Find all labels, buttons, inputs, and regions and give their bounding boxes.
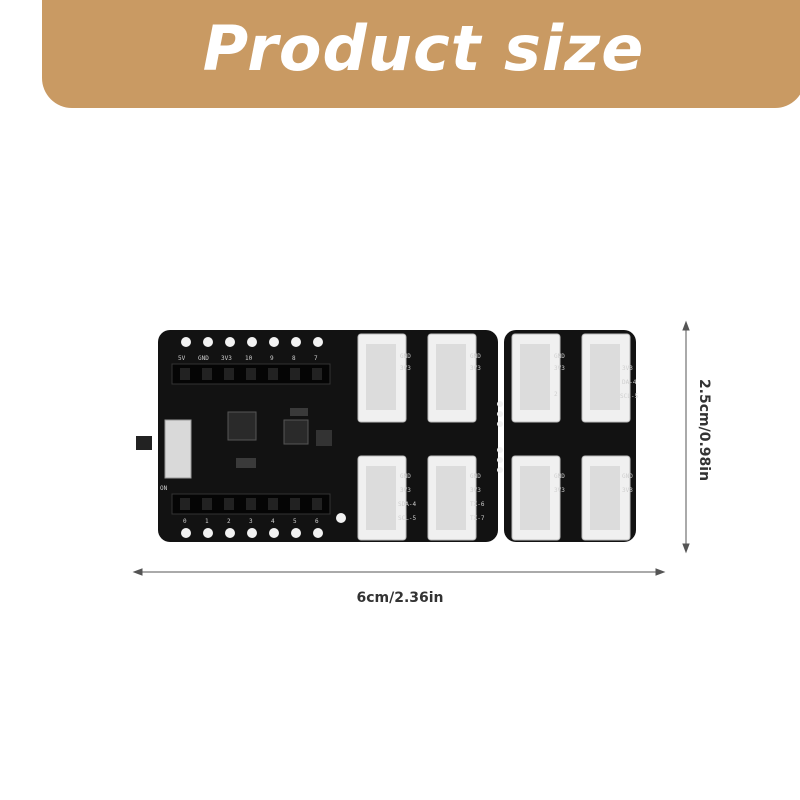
connector-label: 3V3 [400,365,411,372]
pin-label: 5 [293,518,297,525]
connector-label: TX-7 [470,515,485,522]
connector-label: DA-4 [622,379,637,386]
connector-label: GND [554,353,565,360]
connector-label: GND [470,473,481,480]
connector-label: SDA-4 [398,501,416,508]
connector-label: 3V3 [554,487,565,494]
connector-label: 3V3 [470,487,481,494]
pin-label: 2 [227,518,231,525]
connector-label: GND [470,353,481,360]
pin-label: 6 [315,518,319,525]
connector-label: GND [554,473,565,480]
title-banner: Product size [42,0,800,108]
height-dimension-label: 2.5cm/0.98in [696,378,712,482]
switch-label: ON [160,485,168,492]
connector-label: 3V3 [554,365,565,372]
connector-label: SCL-5 [620,393,638,400]
connector-label: GND [400,353,411,360]
banner-title: Product size [202,12,645,85]
pin-label: 8 [292,355,296,362]
connector-label: 3V3 [400,487,411,494]
connector-label: GND [400,473,411,480]
pin-label: 10 [245,355,253,362]
pin-label: 1 [205,518,209,525]
connector-label: 3V3 [622,487,633,494]
connector-label: 3V3 [470,365,481,372]
connector-label: SCL-5 [398,515,416,522]
connector-panel-left [357,333,477,541]
pin-label: 3 [249,518,253,525]
width-dimension-label: 6cm/2.36in [356,590,444,606]
connector-label: 2 [554,391,558,398]
main-board [136,330,498,542]
pin-label: 3V3 [221,355,232,362]
expansion-board [497,330,636,542]
pin-label: 9 [270,355,274,362]
pin-label: 0 [183,518,187,525]
connector-label: 3V3 [622,365,633,372]
pin-label: 7 [314,355,318,362]
connector-label: GND [622,473,633,480]
pin-label: 5V [178,355,186,362]
pin-label: 4 [271,518,275,525]
height-dimension-line [682,320,690,554]
width-dimension-line [132,568,666,576]
connector-label: TX-6 [470,501,485,508]
pin-label: GND [198,355,209,362]
